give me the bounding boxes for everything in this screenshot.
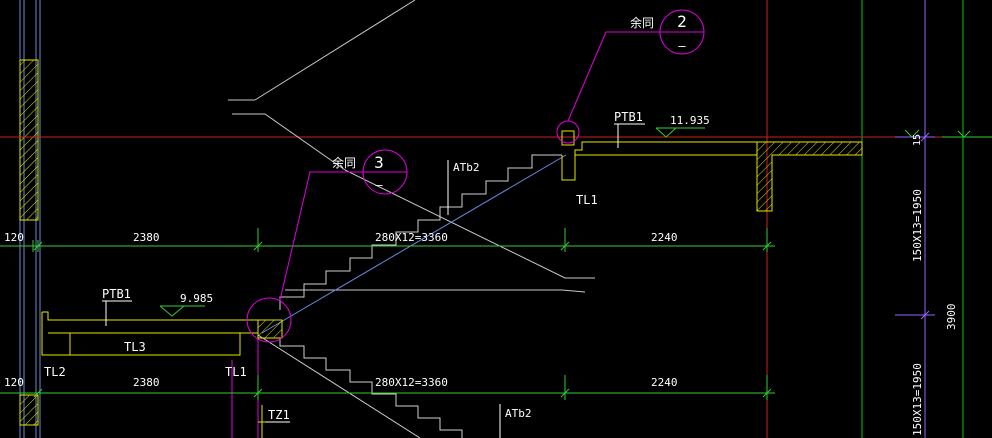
vdim-small: 15	[912, 134, 923, 146]
tl1-lower-label: TL1	[225, 365, 247, 379]
lower-beam-hatch	[257, 319, 283, 339]
vdim-upper-flight: 150X13=1950	[911, 189, 924, 262]
atb2-lower: ATb2	[499, 404, 532, 438]
ptb1-upper-label: PTB1	[614, 110, 643, 124]
stair-section-line	[261, 154, 567, 334]
dimension-line-upper	[0, 228, 775, 252]
callout-middle-note: 余同	[332, 155, 356, 170]
dim-lower-left-edge: 120	[4, 376, 24, 389]
elevation-upper: 11.935	[655, 114, 710, 138]
tl3-label: TL3	[124, 340, 146, 354]
leader-upper	[556, 31, 682, 144]
atb2-upper-label: ATb2	[453, 161, 480, 174]
upper-landing-beam-hatch	[772, 142, 862, 155]
dimension-line-lower	[0, 375, 775, 400]
dim-lower-d2: 280X12=3360	[375, 376, 448, 389]
dim-lower-d1: 2380	[133, 376, 160, 389]
dim-upper-d1: 2380	[133, 231, 160, 244]
vdim-lower-flight: 150X13=1950	[911, 363, 924, 436]
lower-underside-line	[257, 334, 421, 438]
tl1-upper-label: TL1	[576, 193, 598, 207]
vdim-total: 3900	[945, 304, 958, 331]
grid-lines	[861, 0, 964, 438]
leader-lower	[246, 171, 385, 343]
callout-middle-sub: —	[375, 178, 383, 192]
callout-middle: 3 — 余同	[332, 149, 408, 195]
callout-upper: 2 — 余同	[630, 9, 705, 55]
elevation-lower: 9.985	[159, 292, 213, 317]
atb2-upper: ATb2	[447, 160, 480, 215]
tl2-label: TL2	[44, 365, 66, 379]
callout-upper-number: 2	[677, 12, 687, 31]
dim-lower-d3: 2240	[651, 376, 678, 389]
left-wall-hatch-lower	[19, 394, 39, 426]
left-wall-hatch-upper	[19, 59, 39, 221]
vertical-dimension-right	[895, 0, 935, 438]
upper-stair-steps	[279, 154, 562, 310]
ptb1-lower-label: PTB1	[102, 287, 131, 301]
callout-upper-sub: —	[678, 39, 686, 53]
upper-landing-wall-hatch	[757, 142, 772, 211]
elevation-lower-value: 9.985	[180, 292, 213, 305]
ptb1-lower: PTB1	[102, 287, 132, 326]
atb2-lower-label: ATb2	[505, 407, 532, 420]
tz1-label: TZ1	[268, 408, 290, 422]
elevation-upper-value: 11.935	[670, 114, 710, 127]
dim-upper-d3: 2240	[651, 231, 678, 244]
callout-middle-number: 3	[374, 153, 384, 172]
ptb1-upper: PTB1	[614, 110, 645, 148]
callout-upper-note: 余同	[630, 15, 654, 30]
lower-stair-steps	[279, 338, 463, 438]
tz1-tag: TZ1	[266, 408, 290, 423]
right-dimension-markers	[904, 129, 992, 138]
dim-upper-d2: 280X12=3360	[375, 231, 448, 244]
tl1-upper-beam	[561, 130, 575, 146]
dim-upper-left-edge: 120	[4, 231, 24, 244]
upper-ghost-lines	[228, 0, 595, 293]
